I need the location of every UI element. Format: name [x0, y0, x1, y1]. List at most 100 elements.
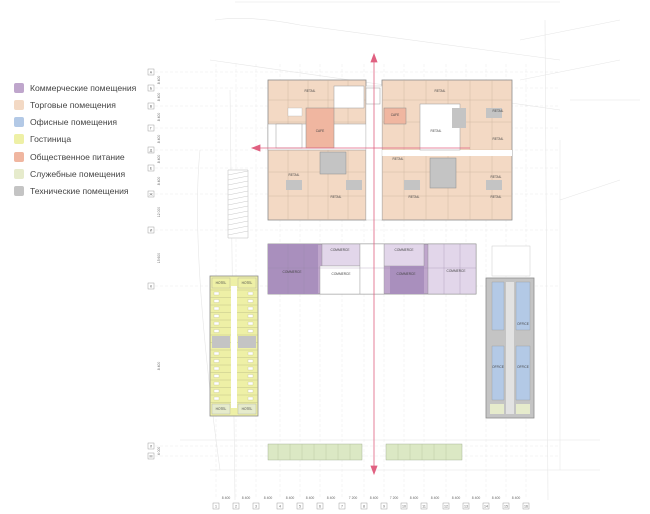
row-label: Д — [150, 148, 153, 152]
row-span-label: 8 400 — [157, 177, 161, 186]
column-marker: 4 — [276, 502, 284, 510]
label-office-3: OFFICE — [517, 365, 529, 369]
label-commerce-5: COMMERCE — [397, 272, 416, 276]
column-marker: 9 — [380, 502, 388, 510]
row-label: Б — [150, 86, 153, 90]
column-marker: 16 — [522, 502, 530, 510]
legend-swatch — [14, 99, 24, 110]
legend-swatch — [14, 186, 24, 197]
column-marker: 1 — [212, 502, 220, 510]
column-span-label: 8 400 — [327, 496, 336, 500]
row-span-label: 8 400 — [157, 155, 161, 164]
label-retail-9: RETAIL — [331, 195, 342, 199]
row-span-label: 8 400 — [157, 135, 161, 144]
column-label: 5 — [299, 505, 301, 509]
column-label: 2 — [235, 505, 237, 509]
row-span-label: 8 400 — [157, 76, 161, 85]
row-span-label: 12 000 — [157, 207, 161, 217]
column-label: 10 — [402, 505, 406, 509]
row-marker: И — [147, 226, 155, 234]
column-label: 11 — [422, 505, 426, 509]
column-marker: 6 — [316, 502, 324, 510]
column-label: 14 — [484, 505, 488, 509]
label-office-2: OFFICE — [492, 365, 504, 369]
axis-arrows — [250, 52, 470, 476]
label-retail-5: RETAIL — [493, 137, 504, 141]
hotel-block — [209, 275, 259, 417]
row-label: К — [150, 284, 153, 288]
legend-label: Торговые помещения — [30, 99, 116, 110]
column-span-label: 8 400 — [452, 496, 461, 500]
label-commerce-2: COMMERCE — [395, 248, 414, 252]
label-retail-6: RETAIL — [289, 173, 300, 177]
legend-item-service: Служебные помещения — [14, 166, 136, 181]
column-label: 3 — [255, 505, 257, 509]
retail-block-right — [381, 79, 513, 221]
column-label: 15 — [504, 505, 508, 509]
label-retail-4: RETAIL — [431, 129, 442, 133]
row-label: Г — [150, 126, 152, 130]
row-marker: К — [147, 282, 155, 290]
column-marker: 8 — [360, 502, 368, 510]
row-marker: Г — [147, 124, 155, 132]
label-retail-8: RETAIL — [491, 175, 502, 179]
label-cafe-1: CAFE — [316, 129, 325, 133]
column-marker: 7 — [338, 502, 346, 510]
label-retail-7: RETAIL — [393, 157, 404, 161]
column-span-label: 8 400 — [242, 496, 251, 500]
column-marker: 15 — [502, 502, 510, 510]
room-labels: RETAIL RETAIL RETAIL RETAIL RETAIL RETAI… — [216, 89, 529, 411]
row-span-label: 4 000 — [157, 447, 161, 456]
column-span-label: 8 400 — [222, 496, 231, 500]
label-hotel-4: HOTEL — [242, 407, 253, 411]
label-commerce-1: COMMERCE — [331, 248, 350, 252]
bottom-landscape — [267, 443, 463, 461]
legend-label: Общественное питание — [30, 151, 125, 162]
row-span-label: 8 400 — [157, 113, 161, 122]
legend-swatch — [14, 134, 24, 145]
column-span-label: 8 400 — [512, 496, 521, 500]
label-cafe-2: CAFE — [391, 113, 400, 117]
label-retail-10: RETAIL — [409, 195, 420, 199]
column-label: 12 — [444, 505, 448, 509]
legend-label: Коммерческие помещения — [30, 82, 137, 93]
column-label: 13 — [464, 505, 468, 509]
row-label: А — [150, 70, 153, 74]
label-hotel-3: HOTEL — [216, 407, 227, 411]
row-label: Е — [150, 166, 153, 170]
legend-item-hotel: Гостиница — [14, 132, 136, 147]
label-commerce-6: COMMERCE — [447, 269, 466, 273]
column-span-label: 8 400 — [492, 496, 501, 500]
column-label: 8 — [363, 505, 365, 509]
row-span-label: 8 400 — [157, 362, 161, 371]
column-label: 9 — [383, 505, 385, 509]
office-block — [485, 245, 535, 419]
ramp-left — [227, 169, 249, 239]
column-marker: 5 — [296, 502, 304, 510]
column-span-label: 8 400 — [431, 496, 440, 500]
label-office-1: OFFICE — [517, 322, 529, 326]
label-commerce-4: COMMERCE — [332, 272, 351, 276]
row-label: Л — [150, 444, 153, 448]
commerce-block — [267, 243, 477, 295]
column-marker: 14 — [482, 502, 490, 510]
row-label: М — [150, 454, 153, 458]
column-span-label: 8 400 — [286, 496, 295, 500]
legend-item-office: Офисные помещения — [14, 115, 136, 130]
column-marker: 11 — [420, 502, 428, 510]
legend-item-technical: Технические помещения — [14, 184, 136, 199]
legend-label: Офисные помещения — [30, 117, 118, 128]
legend-item-commercial: Коммерческие помещения — [14, 80, 136, 95]
row-marker: Б — [147, 84, 155, 92]
label-retail-3: RETAIL — [493, 109, 504, 113]
column-span-label: 7 200 — [390, 496, 399, 500]
row-label: И — [150, 228, 153, 232]
column-label: 1 — [215, 505, 217, 509]
row-marker: В — [147, 102, 155, 110]
label-hotel-1: HOTEL — [216, 281, 227, 285]
label-retail-1: RETAIL — [305, 89, 316, 93]
row-marker: Ж — [147, 190, 155, 198]
row-marker: А — [147, 68, 155, 76]
